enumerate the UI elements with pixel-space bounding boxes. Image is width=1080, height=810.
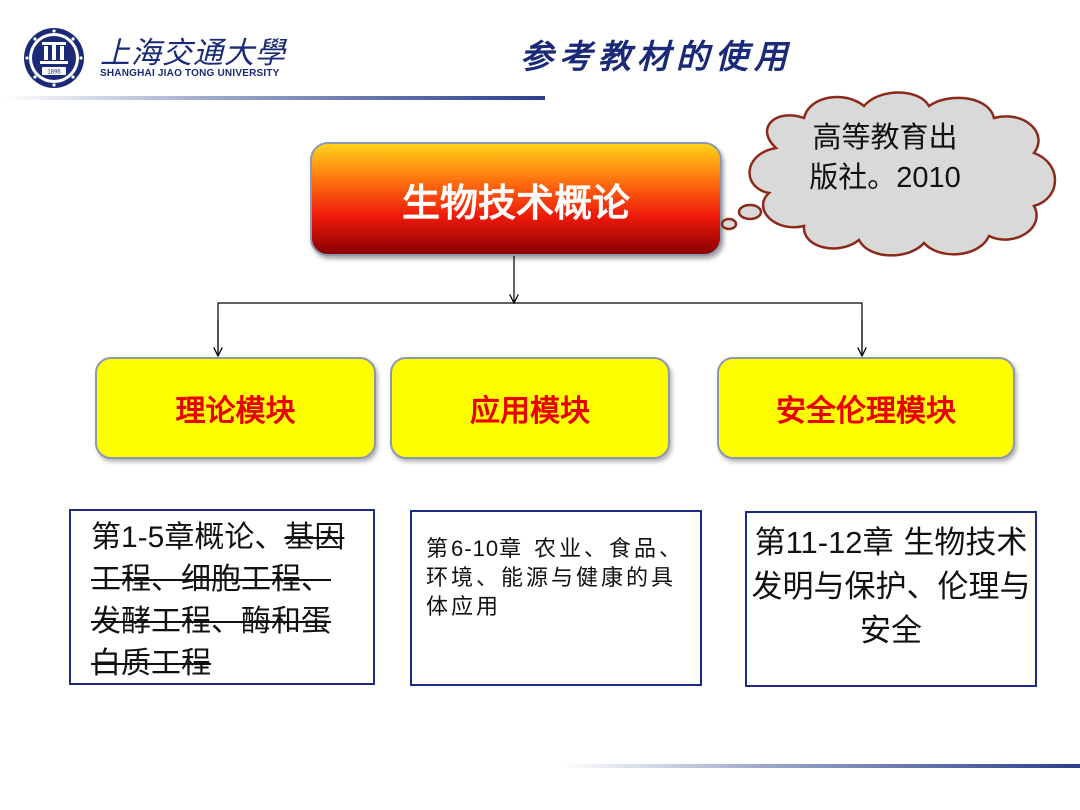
callout-bubble-large <box>737 203 763 221</box>
chapter-range: 11-12 <box>785 525 863 560</box>
callout-bubble-small <box>720 217 738 231</box>
chapter-range: 1-5 <box>121 521 165 554</box>
callout-line-2: 版社。2010 <box>809 162 961 194</box>
chapter-prefix: 第 <box>754 525 786 561</box>
callout-cloud <box>720 91 1057 257</box>
callout-line-1: 高等教育出 <box>812 122 958 154</box>
module-safety-ethics: 安全伦理模块 <box>717 357 1015 459</box>
page-title: 参考教材的使用 <box>520 37 793 76</box>
chapter-prefix: 第 <box>426 537 452 562</box>
root-node: 生物技术概论 <box>310 142 722 256</box>
module-application-label: 应用模块 <box>470 394 590 429</box>
module-safety-ethics-label: 安全伦理模块 <box>776 394 956 429</box>
branch-line <box>217 302 863 354</box>
university-name-cn: 上海交通大學 <box>100 36 286 71</box>
callout-text: 高等教育出 版社。2010 <box>770 118 1000 198</box>
footer-divider <box>560 764 1080 768</box>
chapter-range: 6-10 <box>451 536 500 561</box>
chapters-theory-box: 第1-5章概论、基因工程、细胞工程、发酵工程、酶和蛋白质工程 <box>69 509 375 685</box>
struck-through-topics: 基因工程、细胞工程、发酵工程、酶和蛋白质工程 <box>91 520 345 681</box>
chapters-safety-box: 第11-12章 生物技术发明与保护、伦理与安全 <box>745 511 1037 687</box>
chapter-prefix: 第 <box>91 520 121 555</box>
chapter-text: 章 农业、食品、环境、能源与健康的具体应用 <box>426 537 685 620</box>
root-node-label: 生物技术概论 <box>401 180 630 225</box>
chapter-text: 章 生物技术发明与保护、伦理与安全 <box>751 525 1031 649</box>
header-divider <box>0 96 545 100</box>
emblem-year: 1896 <box>47 70 61 76</box>
university-emblem-icon: 1896 <box>24 28 84 88</box>
module-theory-label: 理论模块 <box>175 394 296 429</box>
chapters-application-box: 第6-10章 农业、食品、环境、能源与健康的具体应用 <box>410 510 702 686</box>
chapter-text: 章概论、 <box>164 520 285 555</box>
module-application: 应用模块 <box>390 357 670 459</box>
university-name-en: SHANGHAI JIAO TONG UNIVERSITY <box>100 68 280 79</box>
module-theory: 理论模块 <box>95 357 376 459</box>
